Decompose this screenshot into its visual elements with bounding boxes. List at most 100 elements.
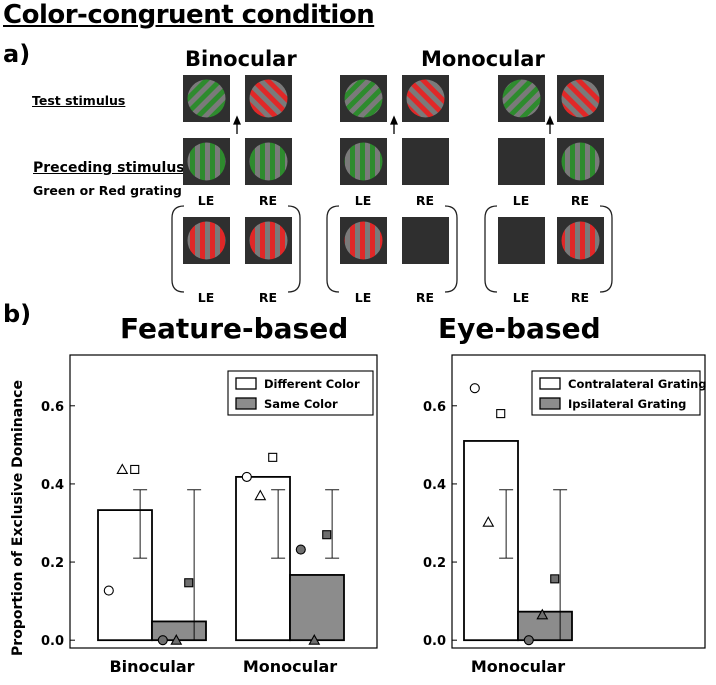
- data-point-triangle: [308, 634, 321, 645]
- data-point-square: [184, 578, 194, 588]
- grating-disc: [344, 221, 383, 260]
- stimulus-box: [498, 75, 545, 122]
- left-eye-label: LE: [512, 290, 530, 305]
- grating-disc: [344, 142, 383, 181]
- grating-disc: [249, 142, 288, 181]
- y-axis-label: Proportion of Exclusive Dominance: [10, 380, 26, 656]
- grating-disc: [249, 221, 288, 260]
- grating-disc: [344, 79, 383, 118]
- right-eye-label: RE: [258, 193, 278, 208]
- figure-title: Color-congruent condition: [3, 0, 375, 30]
- plot-frame: [451, 354, 706, 649]
- data-point-triangle: [170, 634, 183, 645]
- x-tick-label: Monocular: [243, 657, 337, 676]
- bracket-right: [287, 205, 301, 293]
- data-point-circle: [469, 383, 480, 394]
- bracket-right: [444, 205, 458, 293]
- data-point-circle: [241, 471, 252, 482]
- y-tick-label: 0.2: [41, 556, 64, 571]
- stimulus-box: [245, 138, 292, 185]
- y-tick-label: 0.6: [41, 400, 64, 415]
- bracket-left: [171, 205, 185, 293]
- data-point-triangle: [116, 463, 129, 475]
- stimulus-box: [498, 217, 545, 264]
- legend-swatch: [539, 377, 561, 390]
- preceding-stimulus-sublabel: Green or Red grating: [33, 183, 182, 198]
- monocular-title: Monocular: [421, 47, 545, 71]
- y-tick-label: 0.0: [423, 634, 446, 649]
- legend-entry: Ipsilateral Grating: [568, 397, 686, 411]
- left-eye-label: LE: [197, 290, 215, 305]
- y-tick-label: 0.4: [41, 478, 64, 493]
- stimulus-diagram: [171, 75, 613, 293]
- chart-title-eye: Eye-based: [438, 312, 601, 345]
- panel-a-label: a): [3, 40, 31, 68]
- bar: [235, 475, 291, 642]
- grating-disc: [561, 221, 600, 260]
- data-point-square: [496, 409, 506, 419]
- bar: [289, 574, 345, 642]
- stimulus-box: [402, 138, 449, 185]
- stimulus-box: [402, 217, 449, 264]
- x-tick-label: Binocular: [109, 657, 194, 676]
- grating-disc: [187, 221, 226, 260]
- stimulus-box: [340, 217, 387, 264]
- chart-title-feature: Feature-based: [120, 312, 349, 345]
- bracket-left: [484, 205, 498, 293]
- right-eye-label: RE: [415, 290, 435, 305]
- stimulus-box: [183, 75, 230, 122]
- right-eye-label: RE: [570, 193, 590, 208]
- right-eye-label: RE: [258, 290, 278, 305]
- grating-disc: [406, 79, 445, 118]
- data-point-circle: [157, 635, 168, 646]
- right-eye-label: RE: [415, 193, 435, 208]
- plot-frame: [69, 354, 378, 649]
- grating-disc: [249, 79, 288, 118]
- stimulus-box: [245, 75, 292, 122]
- stimulus-box: [245, 217, 292, 264]
- left-eye-label: LE: [354, 290, 372, 305]
- legend-swatch: [235, 377, 257, 390]
- left-eye-label: LE: [197, 193, 215, 208]
- stimulus-box: [557, 217, 604, 264]
- legend-entry: Different Color: [264, 377, 360, 391]
- x-tick-label: Monocular: [471, 657, 565, 676]
- stimulus-box: [340, 138, 387, 185]
- data-point-circle: [523, 635, 534, 646]
- y-tick-label: 0.6: [423, 400, 446, 415]
- bar-charts: Proportion of Exclusive Dominance 0.0 0.2…: [10, 354, 707, 676]
- stimulus-box: [340, 75, 387, 122]
- panel-b-label: b): [3, 300, 32, 328]
- stimulus-box: [402, 75, 449, 122]
- bracket-right: [599, 205, 613, 293]
- legend-swatch: [235, 397, 257, 410]
- preceding-stimulus-label: Preceding stimulus: [33, 160, 185, 176]
- left-eye-label: LE: [512, 193, 530, 208]
- data-point-square: [130, 464, 140, 475]
- legend-swatch: [539, 397, 561, 410]
- data-point-triangle: [254, 489, 267, 501]
- stimulus-box: [183, 138, 230, 185]
- test-stimulus-label: Test stimulus: [32, 93, 126, 108]
- y-tick-label: 0.2: [423, 556, 446, 571]
- stimulus-box: [183, 217, 230, 264]
- y-tick-label: 0.4: [423, 478, 446, 493]
- grating-disc: [187, 79, 226, 118]
- bar: [463, 440, 519, 642]
- grating-disc: [561, 142, 600, 181]
- grating-disc: [187, 142, 226, 181]
- data-point-circle: [103, 585, 114, 596]
- arrow-head-icon: [233, 115, 241, 125]
- bar: [97, 509, 153, 642]
- grating-disc: [502, 79, 541, 118]
- left-eye-label: LE: [354, 193, 372, 208]
- data-point-triangle: [536, 608, 549, 620]
- stimulus-box: [498, 138, 545, 185]
- data-point-circle: [295, 544, 306, 555]
- arrow-head-icon: [546, 115, 554, 125]
- binocular-title: Binocular: [185, 47, 297, 71]
- stimulus-box: [557, 75, 604, 122]
- legend-entry: Contralateral Grating: [568, 377, 707, 391]
- data-point-square: [550, 574, 560, 584]
- grating-disc: [561, 79, 600, 118]
